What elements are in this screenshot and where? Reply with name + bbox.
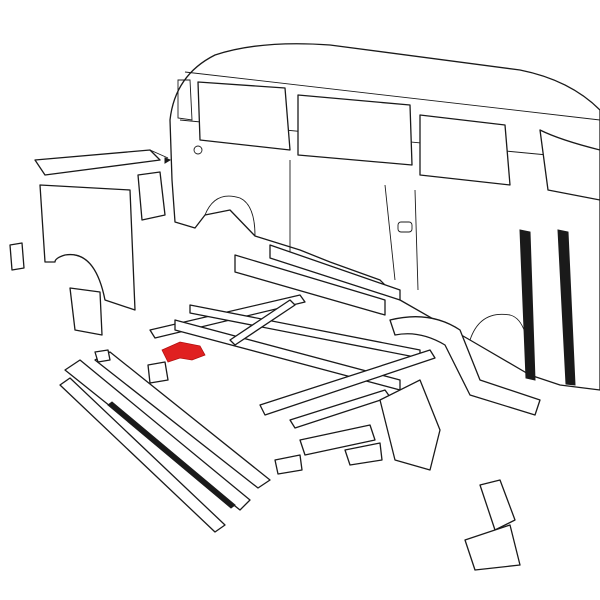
bus-body [169,43,600,391]
highlighted-part [161,341,206,363]
outrigger-pieces [464,479,521,571]
rear-side-panels [9,149,172,336]
rocker-panels [234,244,401,316]
floor-frame [147,294,541,475]
sill-rails [59,349,271,533]
